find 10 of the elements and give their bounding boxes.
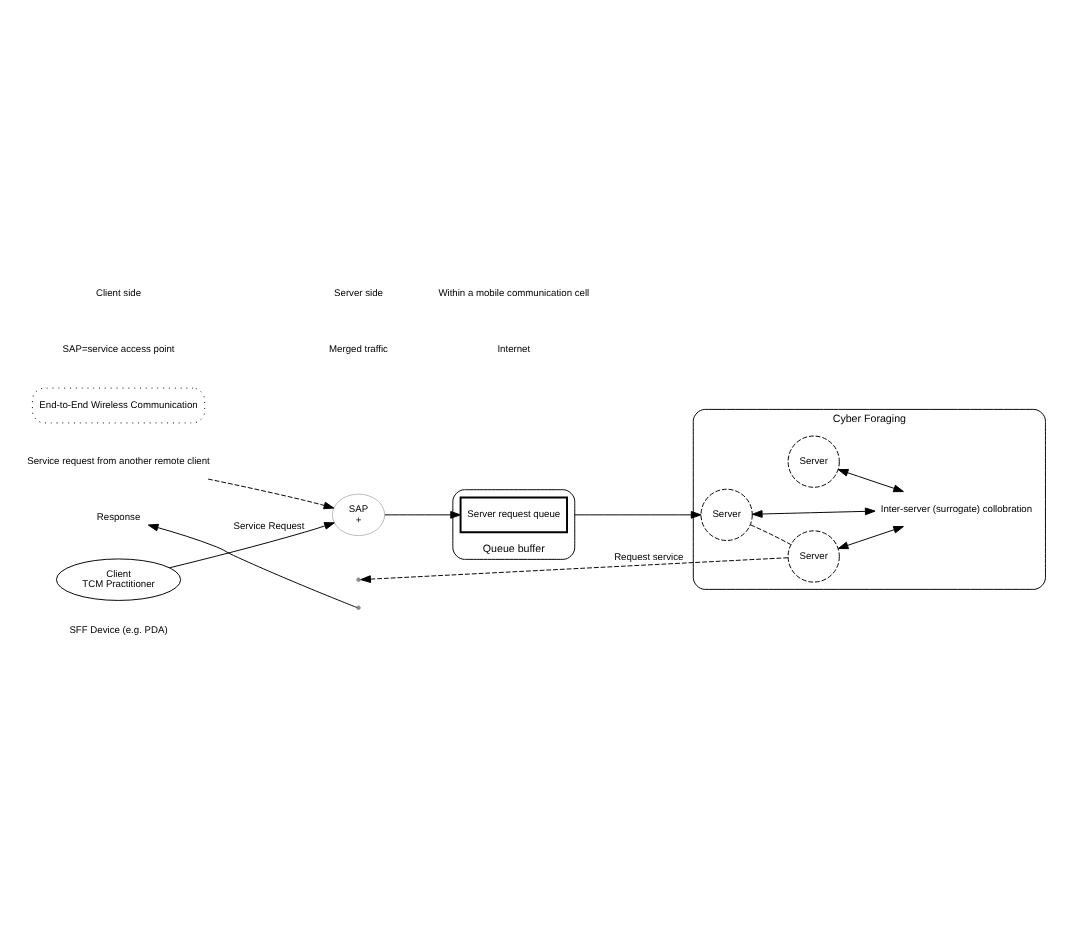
arrow [384, 510, 461, 518]
arrow [751, 506, 876, 517]
arrow [360, 556, 789, 582]
arrow [207, 477, 335, 509]
arrow [147, 522, 358, 607]
arrow [169, 521, 335, 568]
arrow [837, 524, 904, 549]
arrow [837, 467, 904, 492]
arrow [574, 510, 702, 518]
connector [750, 523, 792, 544]
